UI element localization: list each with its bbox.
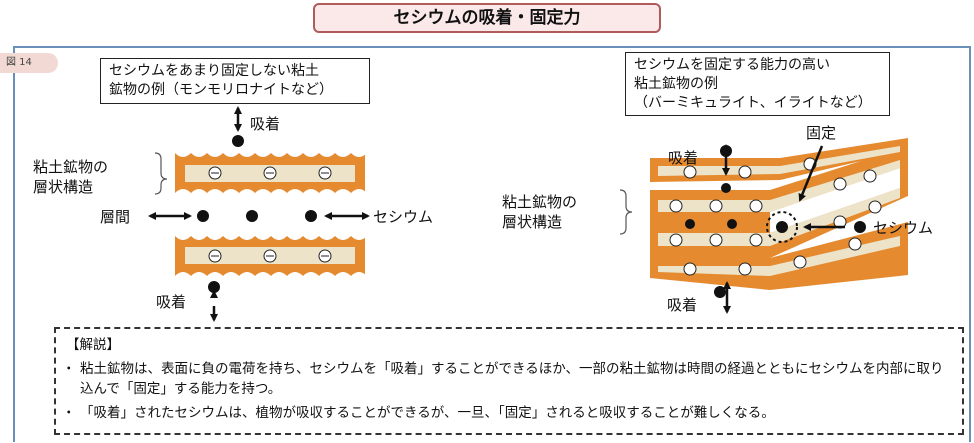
right-caption-line2: 粘土鉱物の例 <box>634 76 718 92</box>
explanation-item-2: 「吸着」されたセシウムは、植物が吸収することができるが、一旦、「固定」されると吸… <box>62 403 952 423</box>
page-title: セシウムの吸着・固定力 <box>313 3 661 33</box>
left-top-adsorption-label: 吸着 <box>250 115 280 133</box>
figure-frame <box>13 46 971 442</box>
right-negative-charges <box>669 157 882 276</box>
right-caption-line3: （バーミキュライト、イライトなど） <box>634 95 872 111</box>
left-bottom-adsorption-label: 吸着 <box>156 293 186 311</box>
right-caption-box: セシウムを固定する能力の高い 粘土鉱物の例 （バーミキュライト、イライトなど） <box>625 52 890 116</box>
left-arrows <box>148 106 370 322</box>
left-layer-brace <box>154 152 168 195</box>
right-cesium-label: セシウム <box>873 219 933 237</box>
right-layer-structure-line2: 層状構造 <box>502 213 562 231</box>
left-lower-negative-charges <box>208 249 332 263</box>
explanation-item-1: 粘土鉱物は、表面に負の電荷を持ち、セシウムを「吸着」することができるほか、一部の… <box>62 359 952 399</box>
left-caption-box: セシウムをあまり固定しない粘土 鉱物の例（モンモリロナイトなど） <box>100 58 370 104</box>
interlayer-label: 層間 <box>100 208 130 226</box>
left-caption-line1: セシウムをあまり固定しない粘土 <box>109 63 319 79</box>
left-layer-structure-line2: 層状構造 <box>33 178 93 196</box>
left-upper-negative-charges <box>208 166 332 180</box>
left-upper-clay-layer <box>175 153 367 193</box>
right-top-adsorption-label: 吸着 <box>668 149 698 167</box>
right-layer-structure-line1: 粘土鉱物の <box>502 193 577 211</box>
left-cesium-label: セシウム <box>373 208 433 226</box>
explanation-box: 【解説】 粘土鉱物は、表面に負の電荷を持ち、セシウムを「吸着」することができるほ… <box>54 327 964 435</box>
right-caption-line1: セシウムを固定する能力の高い <box>634 57 830 73</box>
fixed-cesium-highlight <box>766 211 798 243</box>
left-caption-line2: 鉱物の例（モンモリロナイトなど） <box>109 82 333 98</box>
right-bottom-adsorption-label: 吸着 <box>667 296 697 314</box>
right-clay-layers <box>650 138 908 290</box>
left-layer-structure-line1: 粘土鉱物の <box>33 158 108 176</box>
figure-tag: 図 14 <box>0 53 58 73</box>
fixed-label: 固定 <box>806 124 836 142</box>
right-arrows <box>722 144 845 314</box>
explanation-heading: 【解説】 <box>66 337 120 353</box>
right-layer-brace <box>619 189 633 235</box>
